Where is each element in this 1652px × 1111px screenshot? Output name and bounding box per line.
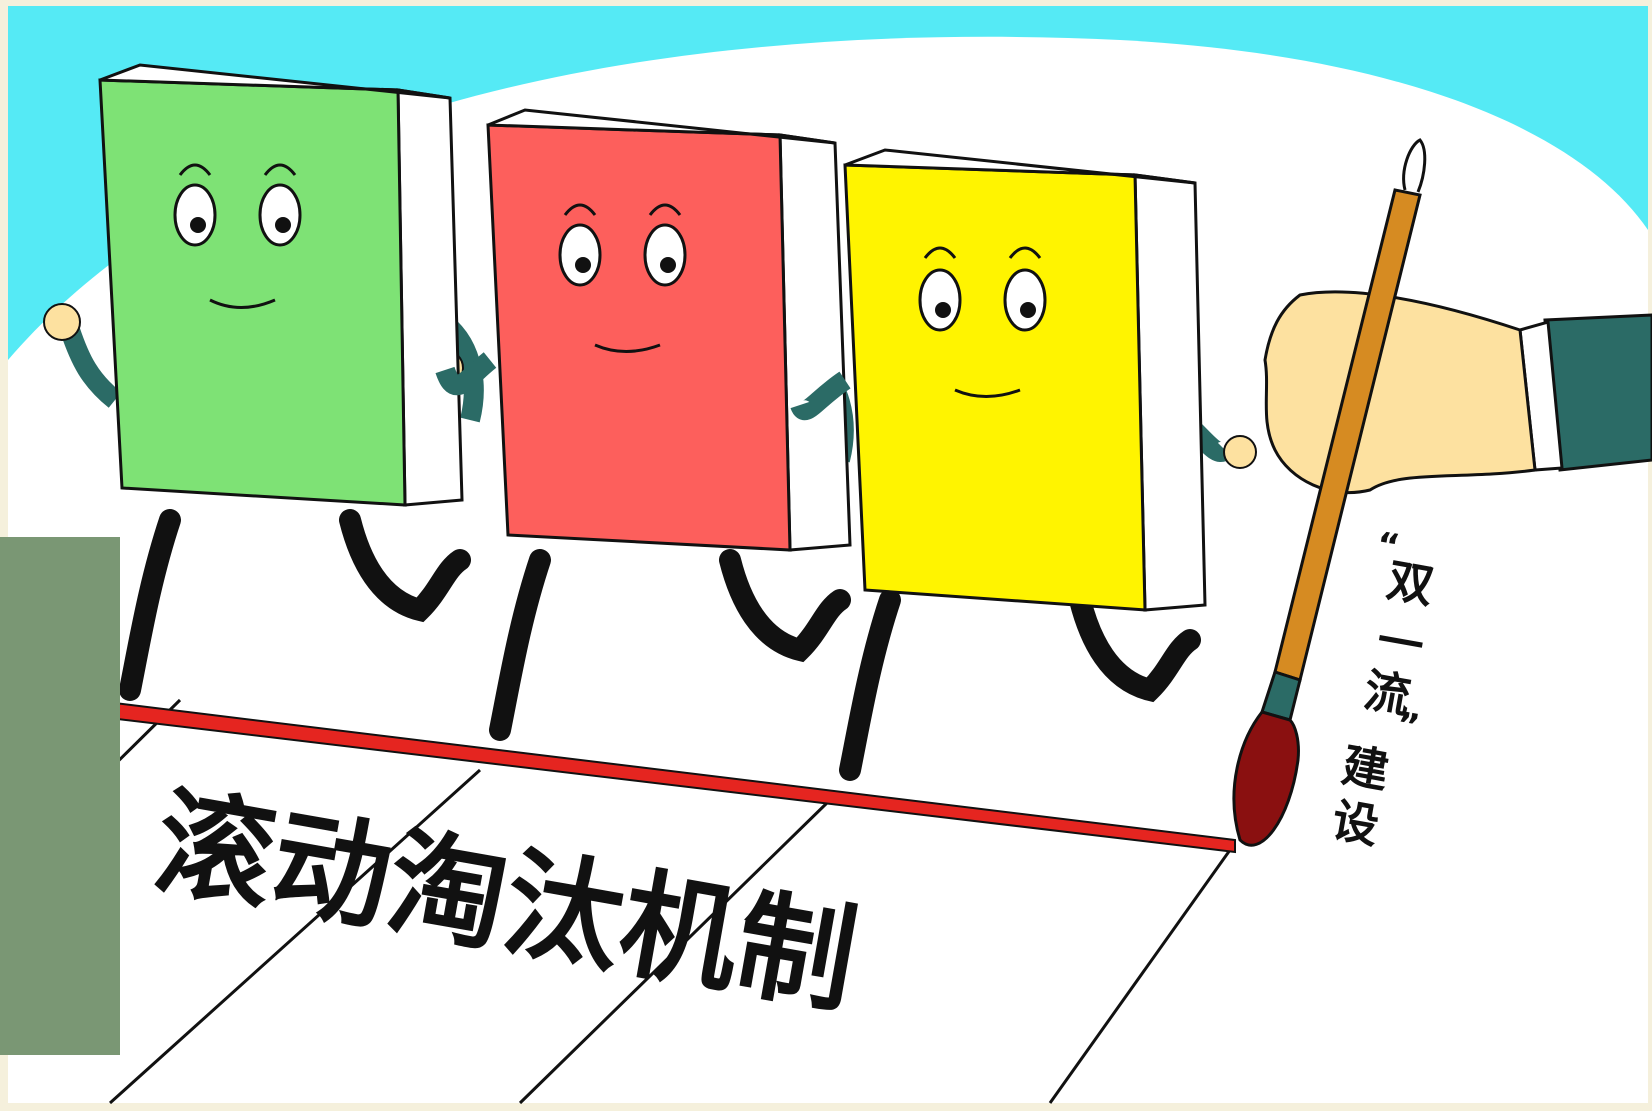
yellow-book-character — [790, 148, 1257, 781]
calligraphy-brush — [1232, 138, 1427, 847]
overlay-panel — [0, 537, 120, 1055]
green-book-character — [43, 63, 484, 701]
red-book-character — [435, 108, 854, 741]
hand-holding-brush — [1263, 290, 1652, 495]
